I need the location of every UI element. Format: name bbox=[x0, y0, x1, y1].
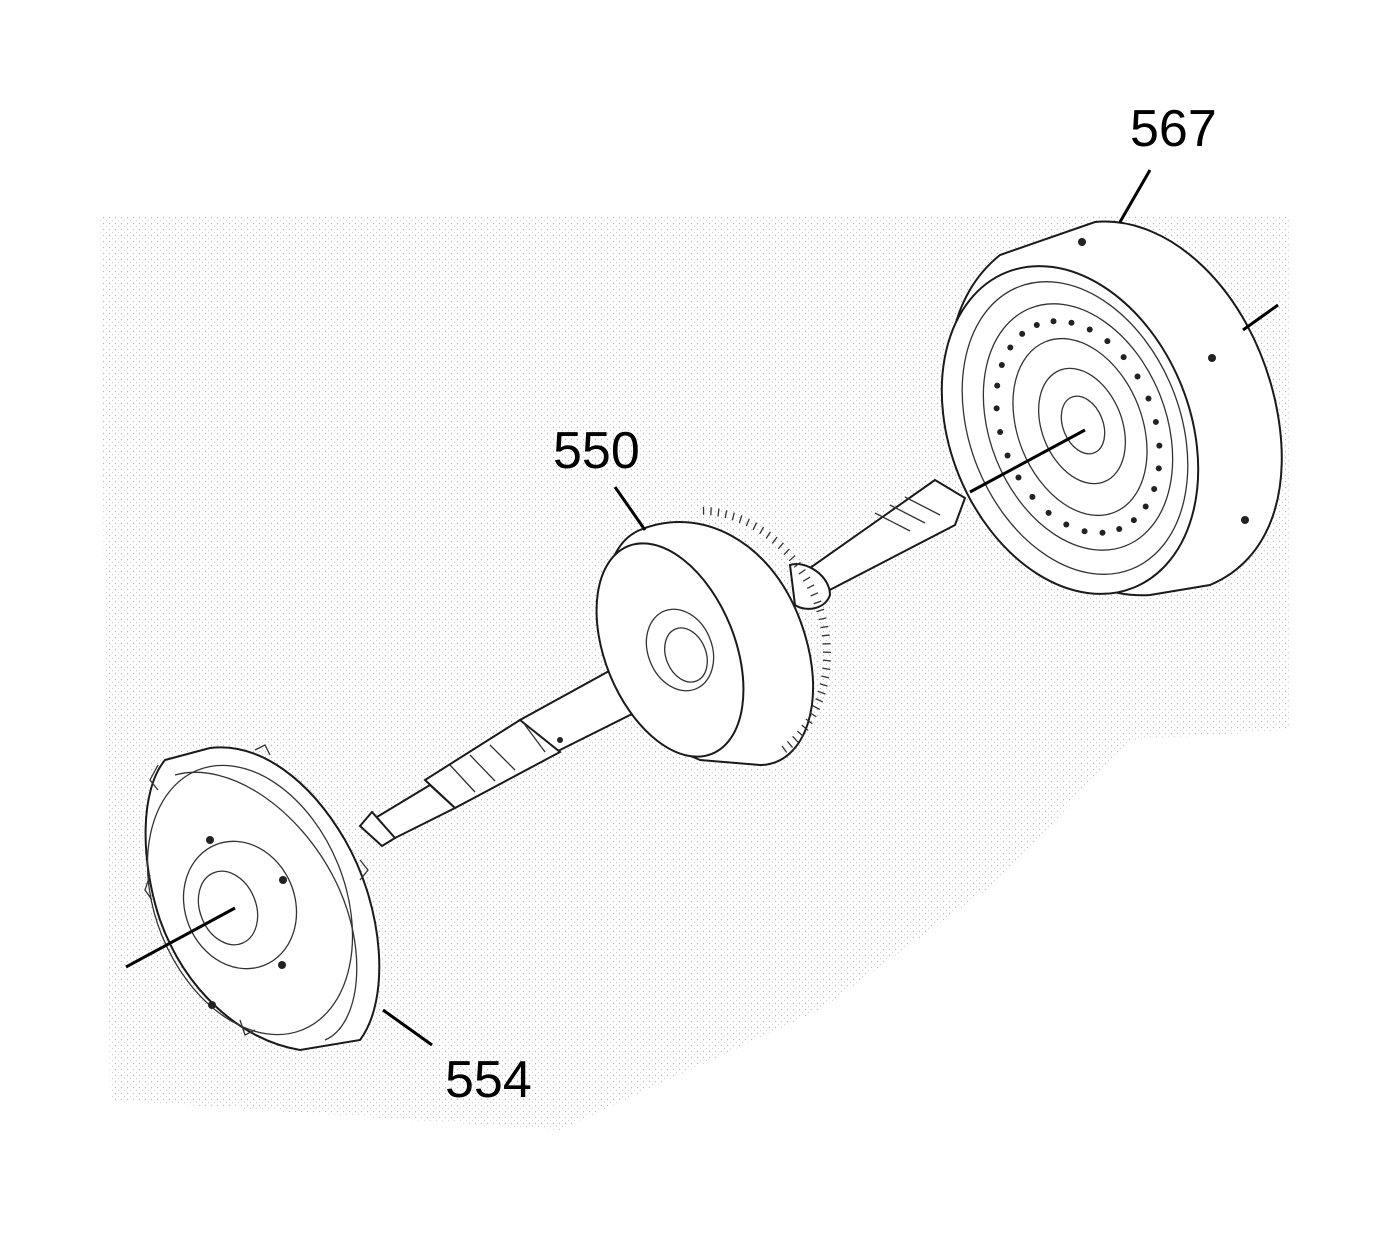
drum-bolt-hole bbox=[1063, 521, 1070, 528]
drum-bolt-hole bbox=[1134, 373, 1141, 380]
gear-tooth bbox=[821, 675, 830, 679]
drum-bolt-hole bbox=[997, 429, 1004, 436]
drum-bolt-hole bbox=[1029, 493, 1036, 500]
gear-tooth bbox=[745, 518, 750, 527]
callout-550: 550 bbox=[553, 422, 640, 480]
gear-tooth bbox=[818, 617, 827, 621]
leader-554 bbox=[382, 1008, 433, 1047]
drum-bolt-hole bbox=[993, 405, 1000, 412]
gear-tooth bbox=[812, 705, 821, 711]
drum-bolt-hole bbox=[1068, 319, 1075, 326]
gear-tooth bbox=[793, 561, 801, 568]
axis-line-right bbox=[969, 428, 1086, 494]
drum-bolt-hole bbox=[1145, 395, 1152, 402]
drum-bolt-hole bbox=[1004, 452, 1011, 459]
gear-tooth bbox=[821, 634, 830, 637]
gear-tooth bbox=[798, 568, 806, 575]
drum-bolt-hole bbox=[1155, 465, 1162, 472]
gear-tooth bbox=[822, 667, 831, 671]
drum-bolt-hole bbox=[1045, 509, 1052, 516]
drum-bolt-hole bbox=[1015, 474, 1022, 481]
gear-tooth bbox=[805, 718, 813, 725]
drum-bolt-hole bbox=[1116, 525, 1123, 532]
gear-tooth bbox=[816, 608, 825, 613]
axis-line-drum-back bbox=[1242, 303, 1279, 332]
gear-tooth bbox=[801, 724, 809, 731]
gear-tooth bbox=[822, 659, 831, 662]
gear-tooth bbox=[802, 576, 811, 582]
drum-bolt-hole bbox=[1050, 318, 1057, 325]
gear-tooth bbox=[731, 512, 735, 521]
drum-bolt-hole bbox=[1151, 485, 1158, 492]
drum-bolt-hole bbox=[1130, 517, 1137, 524]
callout-567: 567 bbox=[1130, 100, 1217, 158]
part-567-drum bbox=[940, 220, 1283, 597]
part-550-gear bbox=[595, 506, 832, 767]
gear-tooth bbox=[738, 515, 743, 524]
part-554-plate bbox=[144, 744, 381, 1052]
drum-bolt-hole bbox=[1142, 503, 1149, 510]
gear-tooth bbox=[810, 592, 819, 597]
gear-tooth bbox=[777, 542, 784, 550]
drum-bolt-hole bbox=[1120, 354, 1127, 361]
gear-tooth bbox=[809, 711, 817, 718]
gear-tooth bbox=[783, 548, 790, 556]
gear-tooth bbox=[820, 625, 829, 629]
drum-bolt-hole bbox=[1081, 528, 1088, 535]
drum-bolt-hole bbox=[1156, 442, 1163, 449]
gear-tooth bbox=[724, 510, 728, 519]
drum-bolt-hole bbox=[1152, 418, 1159, 425]
gear-tooth bbox=[765, 531, 771, 539]
gear-tooth bbox=[817, 690, 826, 695]
gear-tooth bbox=[717, 508, 720, 517]
gear-tooth bbox=[813, 600, 822, 605]
drum-bolt-hole bbox=[1033, 322, 1040, 329]
gear-tooth bbox=[792, 735, 799, 743]
gear-tooth bbox=[796, 730, 804, 737]
gear-tooth bbox=[786, 740, 794, 748]
gear-tooth bbox=[781, 745, 788, 753]
gear-tooth bbox=[752, 522, 758, 531]
gear-tooth bbox=[806, 584, 815, 590]
leader-567 bbox=[1118, 169, 1152, 223]
gear-tooth bbox=[771, 536, 778, 544]
gear-tooth bbox=[788, 554, 796, 562]
callout-554: 554 bbox=[445, 1051, 532, 1109]
drum-bolt-hole bbox=[1019, 330, 1026, 337]
drum-bolt-hole bbox=[1007, 344, 1014, 351]
gear-tooth bbox=[819, 683, 828, 687]
drum-bolt-hole bbox=[998, 362, 1005, 369]
gear-tooth bbox=[759, 526, 765, 535]
gear-tooth bbox=[815, 698, 824, 703]
drum-bolt-hole bbox=[1104, 338, 1111, 345]
leader-550 bbox=[613, 486, 647, 531]
axis-line-left bbox=[125, 906, 236, 969]
drum-bolt-hole bbox=[1086, 326, 1093, 333]
drum-bolt-hole bbox=[1099, 529, 1106, 536]
drum-bolt-hole bbox=[994, 382, 1001, 389]
